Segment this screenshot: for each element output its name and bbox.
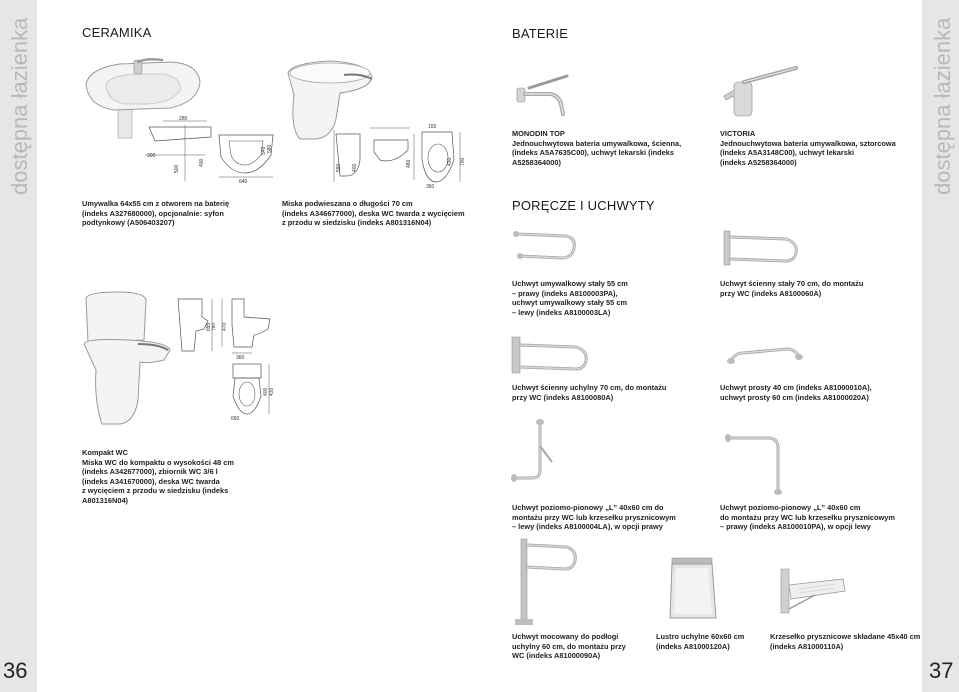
dim-kompakt-1: 780 bbox=[212, 322, 215, 331]
washbasin-photo bbox=[80, 50, 205, 140]
dim-basin-6: 540 bbox=[261, 146, 267, 155]
washbasin-drawing: 280 300 500 640 400 580 540 bbox=[145, 115, 275, 185]
caption-kompakt: Kompakt WC Miska WC do kompaktu o wysoko… bbox=[82, 448, 234, 505]
shower-seat-image bbox=[775, 565, 850, 620]
heading-ceramika: CERAMIKA bbox=[82, 25, 152, 40]
caption-uchwyt-scienny: Uchwyt ścienny stały 70 cm, do montażu p… bbox=[720, 279, 864, 298]
wall-wc-drawing: 155 700 360 430 480 400 590 bbox=[330, 120, 465, 190]
caption-uchwyt-prosty: Uchwyt prosty 40 cm (indeks A81000010A),… bbox=[720, 383, 872, 402]
left-sidebar bbox=[0, 0, 37, 692]
grab-bar-straight-image bbox=[725, 343, 805, 367]
dim-wc-0: 155 bbox=[428, 124, 437, 130]
dim-basin-2: 300 bbox=[147, 153, 156, 159]
caption-uchwyt-uchylny: Uchwyt ścienny uchylny 70 cm, do montażu… bbox=[512, 383, 667, 402]
dim-wc-5: 400 bbox=[352, 163, 358, 172]
l-bar-left-image bbox=[510, 418, 570, 496]
wall-wc-photo bbox=[280, 55, 380, 145]
dim-wc-6: 590 bbox=[336, 163, 342, 172]
caption-l-prawy: Uchwyt poziomo-pionowy „L” 40x60 cm do m… bbox=[720, 503, 895, 532]
dim-basin-5: 580 bbox=[267, 144, 273, 153]
floor-bar-image bbox=[515, 535, 585, 627]
caption-umywalka: Umywalka 64x55 cm z otworem na baterię (… bbox=[82, 199, 230, 228]
caption-l-lewy: Uchwyt poziomo-pionowy „L” 40x60 cm do m… bbox=[512, 503, 676, 532]
kompakt-drawing-front: 470 360 bbox=[218, 295, 278, 360]
dim-wc-4: 480 bbox=[406, 159, 412, 168]
left-sidebar-title: dostępna łazienka bbox=[7, 17, 32, 195]
caption-krzeslo: Krzesełko prysznicowe składane 45x40 cm … bbox=[770, 632, 921, 651]
dim-basin-0: 280 bbox=[179, 116, 188, 122]
kompakt-drawing-top: 660 400 430 bbox=[225, 360, 275, 420]
dim-kompakt-5: 400 bbox=[263, 387, 269, 396]
dim-wc-3: 430 bbox=[447, 157, 453, 166]
dim-kompakt-2: 470 bbox=[222, 322, 228, 331]
victoria-tap-image bbox=[722, 62, 802, 120]
caption-uchwyt-staly: Uchwyt umywalkowy stały 55 cm – prawy (i… bbox=[512, 279, 628, 317]
mirror-image bbox=[668, 556, 718, 622]
caption-monodin: MONODIN TOP Jednouchwytowa bateria umywa… bbox=[512, 129, 682, 167]
l-bar-right-image bbox=[722, 418, 792, 496]
right-sidebar bbox=[922, 0, 959, 692]
kompakt-wc-photo bbox=[78, 290, 178, 430]
dim-basin-3: 500 bbox=[174, 164, 180, 173]
grab-bar-hinged-70-image bbox=[510, 333, 595, 378]
dim-wc-2: 360 bbox=[426, 184, 435, 190]
dim-kompakt-4: 660 bbox=[231, 416, 240, 420]
caption-lustro: Lustro uchylne 60x60 cm (indeks A8100012… bbox=[656, 632, 745, 651]
caption-victoria: VICTORIA Jednouchwytowa bateria umywalko… bbox=[720, 129, 896, 167]
monodin-tap-image bbox=[515, 70, 575, 120]
caption-podloga: Uchwyt mocowany do podłogi uchylny 60 cm… bbox=[512, 632, 626, 661]
page-number-right: 37 bbox=[929, 658, 954, 683]
page-number-left: 36 bbox=[3, 658, 28, 683]
dim-wc-1: 700 bbox=[460, 157, 465, 166]
dim-kompakt-6: 430 bbox=[269, 387, 275, 396]
right-sidebar-title: dostępna łazienka bbox=[930, 17, 955, 195]
dim-basin-1: 640 bbox=[239, 179, 248, 185]
dim-kompakt-0: 895 bbox=[206, 322, 212, 331]
grab-bar-fixed-55-image bbox=[510, 228, 580, 268]
dim-basin-4: 400 bbox=[199, 158, 205, 167]
grab-bar-wall-70-image bbox=[720, 225, 805, 270]
caption-miska: Miska podwieszana o długości 70 cm (inde… bbox=[282, 199, 465, 228]
kompakt-drawing-side: 895 780 bbox=[170, 295, 215, 355]
heading-baterie: BATERIE bbox=[512, 26, 569, 41]
dim-kompakt-3: 360 bbox=[236, 355, 245, 360]
heading-porecze: PORĘCZE I UCHWYTY bbox=[512, 198, 655, 213]
